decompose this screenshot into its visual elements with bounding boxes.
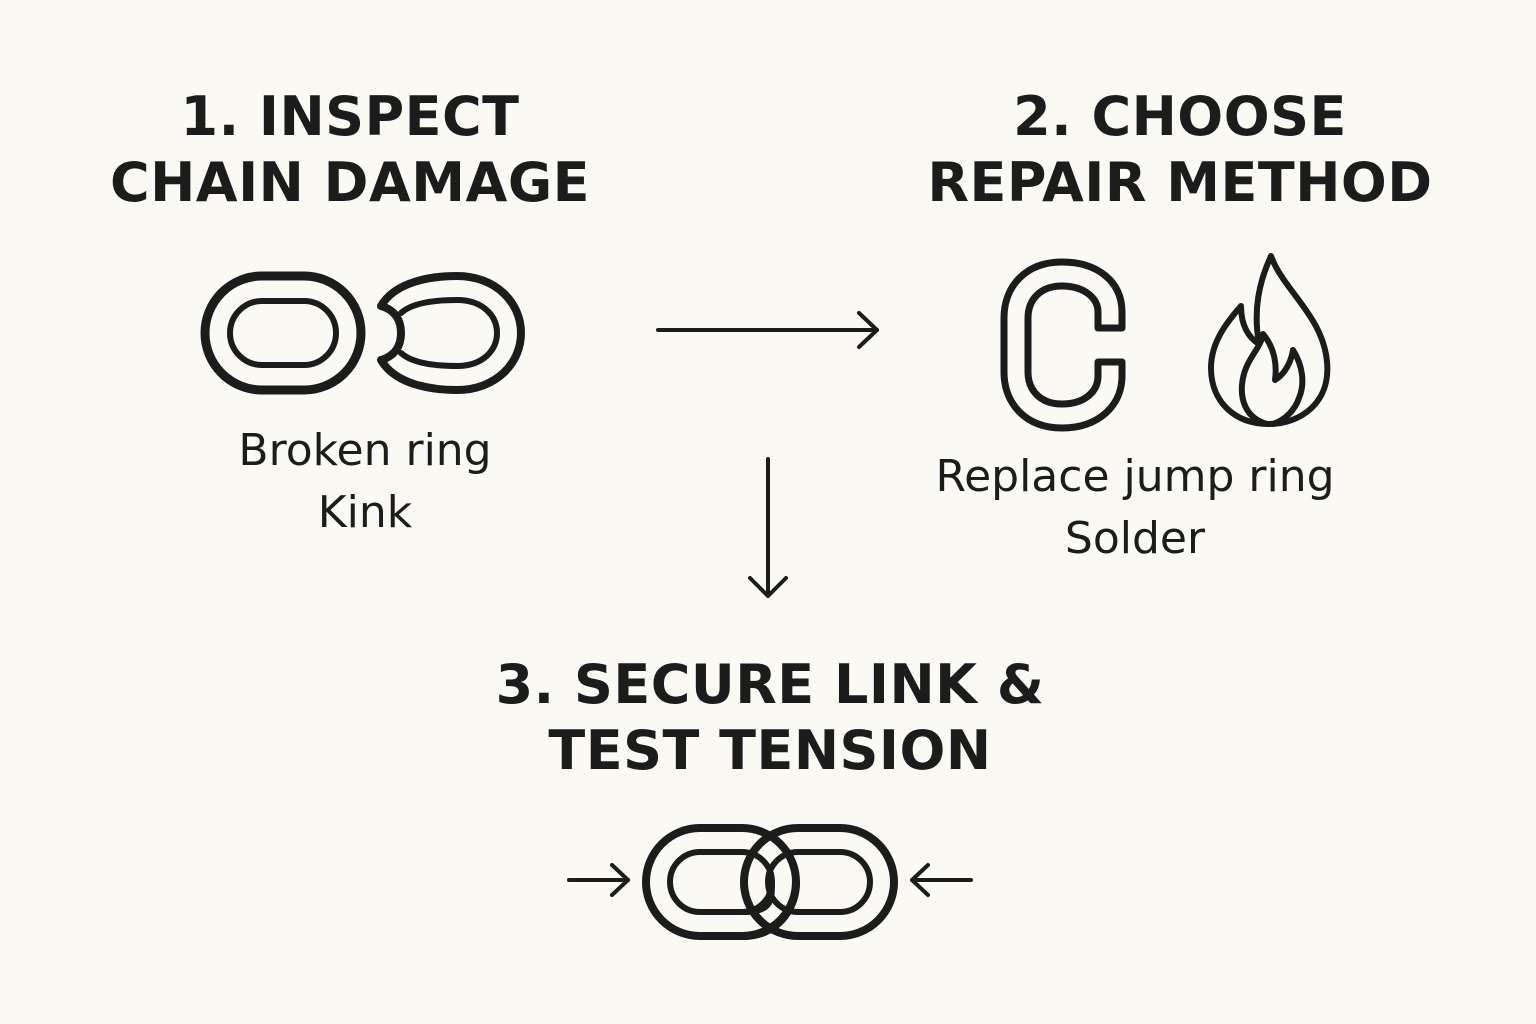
arrow-down-icon: [748, 457, 788, 598]
step-1-caption: Broken ring Kink: [165, 420, 565, 544]
arrow-right-icon: [656, 311, 879, 349]
broken-chain-link-icon: [200, 271, 525, 395]
flame-icon: [1208, 253, 1331, 427]
step-2-caption: Replace jump ring Solder: [900, 446, 1370, 570]
jump-ring-icon: [1000, 258, 1126, 432]
step-1-title: 1. INSPECT CHAIN DAMAGE: [90, 84, 610, 216]
step-2-title-line-1: 2. CHOOSE: [1013, 85, 1347, 148]
tension-arrow-left-icon: [910, 863, 973, 897]
step-3-title-line-2: TEST TENSION: [548, 719, 992, 782]
step-2-title: 2. CHOOSE REPAIR METHOD: [900, 84, 1460, 216]
step-2-caption-line-1: Replace jump ring: [935, 451, 1335, 502]
step-3-title-line-1: 3. SECURE LINK &: [495, 653, 1045, 716]
step-1-caption-line-1: Broken ring: [238, 425, 492, 476]
tension-arrow-right-icon: [567, 863, 630, 897]
step-3-title: 3. SECURE LINK & TEST TENSION: [470, 652, 1070, 784]
step-2-title-line-2: REPAIR METHOD: [927, 151, 1433, 214]
step-1-title-line-1: 1. INSPECT: [180, 85, 520, 148]
step-2-caption-line-2: Solder: [1064, 513, 1206, 564]
step-1-title-line-2: CHAIN DAMAGE: [109, 151, 591, 214]
step-1-caption-line-2: Kink: [317, 487, 413, 538]
linked-chain-icon: [642, 824, 898, 940]
